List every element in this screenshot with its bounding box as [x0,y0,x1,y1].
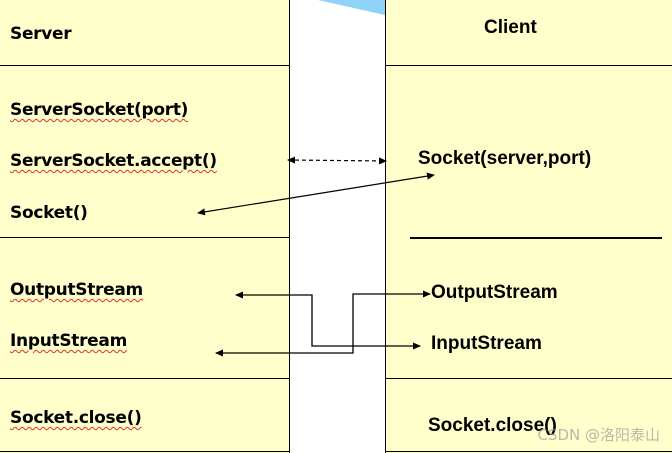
client-socket-server-port: Socket(server,port) [418,148,592,169]
server-serversocket-port: ServerSocket(port) [10,100,189,120]
server-bottom-border [0,451,290,452]
server-input-to-client-output-arrow [215,290,431,357]
server-divider-3 [0,378,290,379]
blue-wedge-shape [318,0,385,15]
client-title: Client [484,17,537,38]
accept-connect-dashed-arrow [287,156,387,165]
server-output-to-client-input-arrow [235,291,421,350]
client-bottom-border [385,451,672,452]
server-socket-close: Socket.close() [10,408,142,428]
server-outputstream: OutputStream [10,280,143,300]
client-socket-close: Socket.close() [428,415,557,436]
server-divider-1 [0,65,290,66]
socket-connection-arrow [197,172,435,216]
watermark: CSDN @洛阳泰山 [537,426,660,444]
client-panel [385,0,672,453]
server-serversocket-accept: ServerSocket.accept() [10,151,217,171]
client-divider-3 [385,378,672,379]
server-socket: Socket() [10,203,88,223]
server-panel [0,0,290,453]
client-outputstream: OutputStream [431,282,558,303]
client-divider-2 [410,237,662,239]
server-divider-2 [0,237,290,238]
server-inputstream: InputStream [10,331,127,351]
server-title: Server [10,24,72,44]
client-inputstream: InputStream [431,333,542,354]
client-divider-1 [385,65,672,66]
